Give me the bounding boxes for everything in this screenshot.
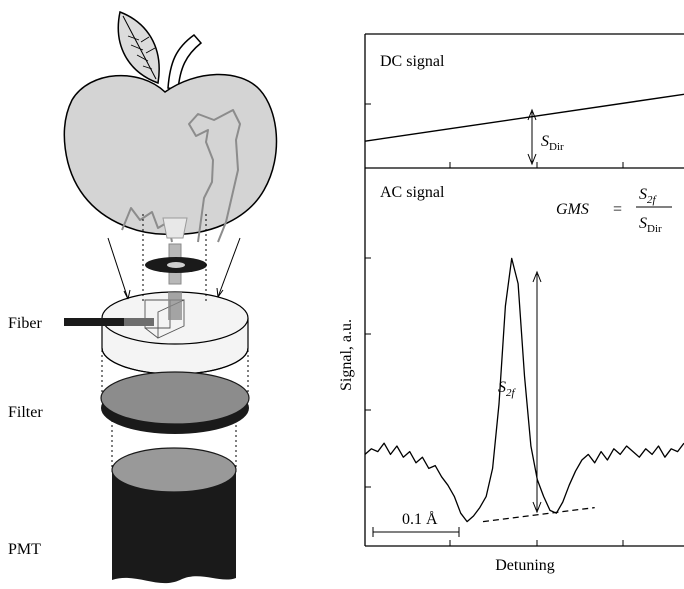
apple-body (63, 73, 278, 235)
optical-filter (100, 371, 250, 434)
y-axis-ticks (365, 103, 371, 488)
s-dir-label: SDir (541, 133, 564, 153)
photomultiplier-tube (111, 447, 237, 584)
apparatus-illustration: Fiber Filter PMT (8, 10, 278, 584)
aperture-hole (167, 262, 185, 268)
ac-panel-title: AC signal (380, 184, 445, 201)
input-fiber (64, 318, 154, 326)
x-axis-ticks (449, 162, 624, 546)
probe-tip (162, 217, 188, 285)
signal-plots: DC signal SDir AC signal GMS = S2f SDir … (338, 33, 684, 574)
apple-stem (167, 33, 203, 91)
fiber-label: Fiber (8, 315, 42, 332)
y-axis-label: Signal, a.u. (338, 319, 355, 391)
gms-denominator: SDir (639, 215, 662, 235)
pmt-label: PMT (8, 541, 41, 558)
s2f-label: S2f (498, 379, 517, 399)
sample-cell (101, 291, 249, 375)
scale-bar (372, 527, 460, 537)
gms-numerator: S2f (639, 186, 658, 206)
ac-baseline-dashed (482, 506, 595, 523)
scale-bar-label: 0.1 Å (402, 510, 438, 528)
filter-label: Filter (8, 404, 43, 421)
leaf-icon (117, 10, 160, 85)
x-axis-label: Detuning (495, 557, 555, 574)
gms-formula: GMS = S2f SDir (556, 186, 672, 235)
gms-equals: = (613, 201, 622, 218)
plot-frame (364, 33, 684, 547)
ac-signal-series-line (364, 257, 684, 523)
dc-panel-title: DC signal (380, 53, 445, 70)
dc-signal-series-line (364, 93, 684, 142)
s2f-arrow (532, 270, 542, 514)
dotted-guides-upper (142, 214, 207, 304)
gms-lhs: GMS (556, 201, 589, 218)
projection-lines (107, 237, 241, 300)
s-dir-arrow (527, 108, 537, 166)
